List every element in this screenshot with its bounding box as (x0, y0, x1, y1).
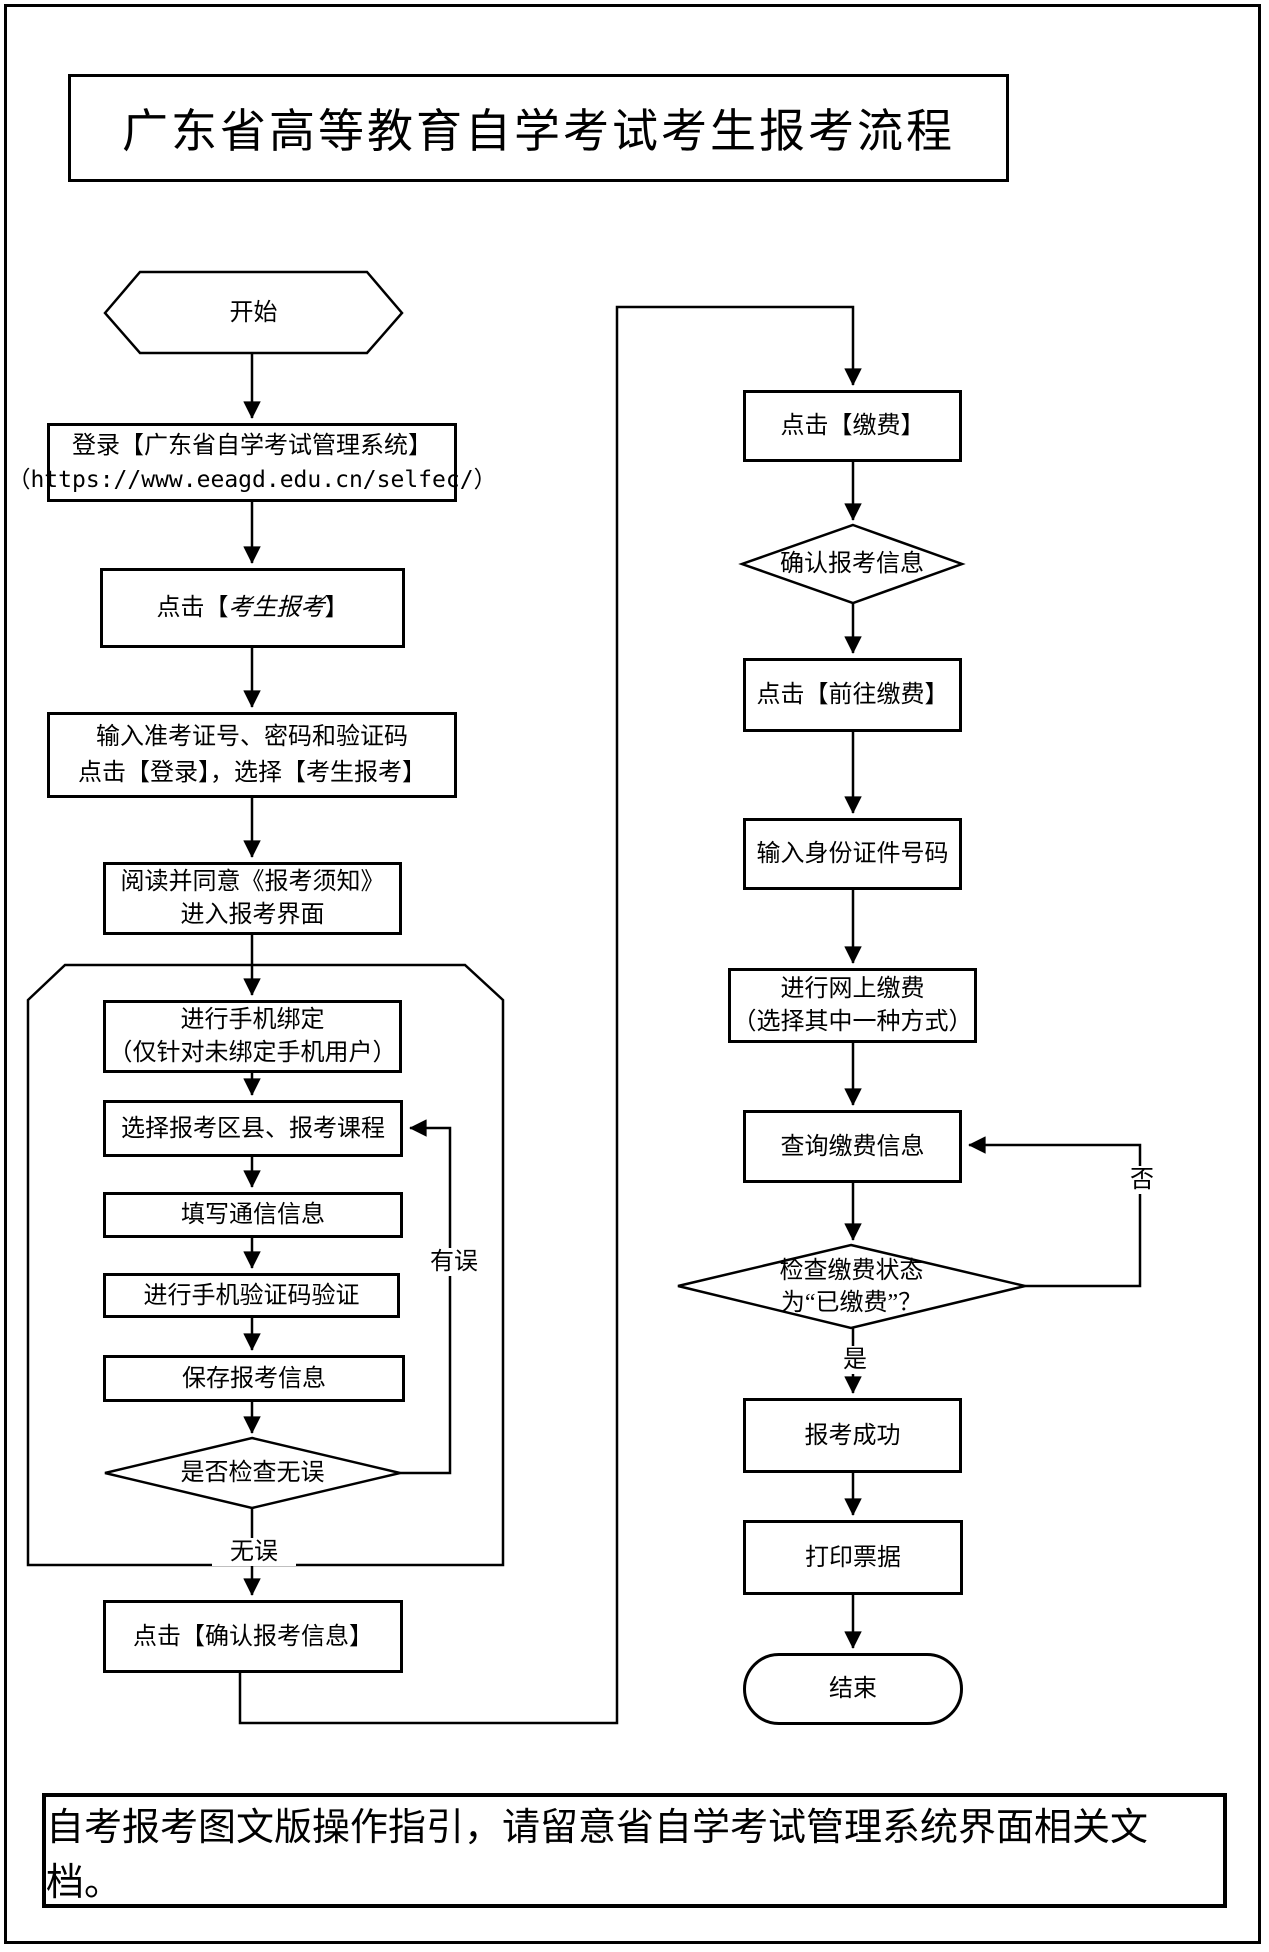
check-ok-diamond (104, 1436, 401, 1510)
read-agree-line2: 进入报考界面 (180, 901, 325, 928)
decision-check-ok: 是否检查无误 (105, 1438, 400, 1508)
node-click-pay: 点击【缴费】 (743, 390, 962, 462)
diagram-title-box: 广东省高等教育自学考试考生报考流程 (68, 74, 1009, 182)
fill-contact-label: 填写通信信息 (181, 1202, 325, 1228)
label-yes: 是 (835, 1346, 875, 1374)
end-terminator: 结束 (743, 1653, 963, 1725)
input-id-label: 输入身份证件号码 (756, 841, 949, 867)
input-cred-line1: 输入准考证号、密码和验证码 (96, 724, 408, 750)
print-receipt-label: 打印票据 (805, 1544, 901, 1571)
end-label: 结束 (829, 1676, 877, 1702)
node-query-payment-info: 查询缴费信息 (743, 1110, 962, 1183)
confirm-info-label: 点击【确认报考信息】 (133, 1623, 373, 1650)
node-fill-contact-info: 填写通信信息 (103, 1192, 403, 1238)
node-input-credentials: 输入准考证号、密码和验证码 点击【登录】，选择【考生报考】 (47, 712, 457, 798)
confirm-pay-label: 确认报考信息 (780, 551, 924, 577)
node-select-district-course: 选择报考区县、报考课程 (103, 1100, 403, 1157)
decision-check-paid: 检查缴费状态 为“已缴费”？ (678, 1245, 1025, 1328)
input-cred-line2: 点击【登录】，选择【考生报考】 (78, 760, 426, 786)
success-label: 报考成功 (804, 1422, 901, 1449)
node-goto-pay: 点击【前往缴费】 (743, 658, 962, 732)
click-pay-label: 点击【缴费】 (780, 413, 925, 439)
start-label: 开始 (229, 299, 278, 326)
check-ok-label: 是否检查无误 (180, 1460, 325, 1486)
confirm-pay-diamond (738, 523, 966, 605)
node-bind-phone: 进行手机绑定 （仅针对未绑定手机用户） (103, 1000, 402, 1073)
check-paid-line2: 为“已缴费”？ (780, 1289, 923, 1316)
label-has-error: 有误 (413, 1248, 495, 1276)
login-line1: 登录【广东省自学考试管理系统】 (72, 432, 432, 459)
query-pay-label: 查询缴费信息 (780, 1133, 925, 1160)
read-agree-line1: 阅读并同意《报考须知》 (120, 868, 385, 895)
node-input-id-number: 输入身份证件号码 (743, 818, 962, 890)
node-login-system: 登录【广东省自学考试管理系统】 （https://www.eeagd.edu.c… (7, 423, 497, 502)
start-hexagon (103, 270, 404, 355)
bind-phone-line1: 进行手机绑定 (180, 1006, 325, 1033)
node-sms-verification: 进行手机验证码验证 (103, 1273, 400, 1318)
label-no-error: 无误 (212, 1538, 296, 1566)
online-pay-line1: 进行网上缴费 (780, 975, 925, 1002)
node-save-register-info: 保存报考信息 (103, 1355, 405, 1402)
online-pay-line2: （选择其中一种方式） (732, 1008, 973, 1035)
column-connector (238, 305, 862, 1725)
node-register-success: 报考成功 (743, 1398, 962, 1473)
click-candidate-label: 点击【考生报考】 (156, 595, 349, 621)
start-terminator: 开始 (105, 272, 402, 353)
has-error-loop (400, 1119, 452, 1475)
node-read-agree-notice: 阅读并同意《报考须知》 进入报考界面 (103, 862, 402, 935)
not-paid-loop (968, 1136, 1142, 1288)
check-paid-line1: 检查缴费状态 (779, 1257, 924, 1284)
sms-verify-label: 进行手机验证码验证 (143, 1282, 360, 1309)
decision-confirm-pay-info: 确认报考信息 (742, 525, 962, 603)
node-confirm-register-info: 点击【确认报考信息】 (103, 1600, 403, 1673)
node-online-payment: 进行网上缴费 （选择其中一种方式） (728, 968, 977, 1043)
login-url: （https://www.eeagd.edu.cn/selfec/） (7, 466, 497, 493)
goto-pay-label: 点击【前往缴费】 (756, 682, 949, 708)
phone-binding-container (26, 963, 505, 1567)
node-print-receipt: 打印票据 (743, 1520, 963, 1595)
outer-border (4, 4, 1261, 1944)
node-click-candidate-register: 点击【考生报考】 (100, 568, 405, 648)
select-course-label: 选择报考区县、报考课程 (121, 1115, 385, 1142)
save-info-label: 保存报考信息 (182, 1365, 326, 1392)
diagram-title: 广东省高等教育自学考试考生报考流程 (122, 106, 955, 157)
check-paid-diamond (677, 1243, 1026, 1330)
bind-phone-line2: （仅针对未绑定手机用户） (108, 1039, 397, 1066)
footer-note: 自考报考图文版操作指引，请留意省自学考试管理系统界面相关文档。 (46, 1806, 1149, 1904)
footer-note-box: 自考报考图文版操作指引，请留意省自学考试管理系统界面相关文档。 (42, 1793, 1227, 1908)
label-no: 否 (1121, 1166, 1163, 1194)
